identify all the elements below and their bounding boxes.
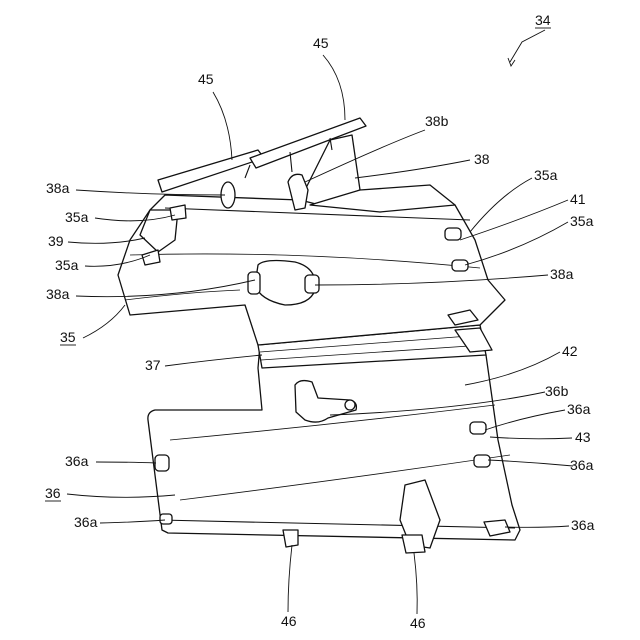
label-46-right: 46: [410, 615, 426, 631]
label-35a-3: 35a: [534, 167, 558, 183]
label-35: 35: [60, 329, 76, 345]
label-38a-2: 38a: [46, 286, 70, 302]
foot-46-left: [283, 530, 298, 547]
label-38a-1: 38a: [46, 180, 70, 196]
label-42: 42: [562, 343, 578, 359]
boss-35a-right-upper: [445, 228, 461, 240]
label-39: 39: [48, 233, 64, 249]
part-36b-pin: [345, 400, 355, 410]
label-43: 43: [575, 429, 591, 445]
label-35a-4: 35a: [570, 213, 594, 229]
boss-35a-left-upper: [170, 205, 186, 220]
boss-38a-central-left: [248, 272, 260, 294]
label-35a-2: 35a: [55, 257, 79, 273]
lower-panel-outline: [148, 340, 520, 540]
label-36a-5: 36a: [571, 517, 595, 533]
boss-35a-right-lower: [452, 260, 468, 271]
label-37: 37: [145, 357, 161, 373]
boss-38a-central-right: [305, 275, 319, 293]
boss-36a-left: [155, 455, 169, 471]
boss-36a-right-upper: [470, 422, 486, 434]
label-36: 36: [45, 485, 61, 501]
boss-36a-bottom-left: [160, 514, 172, 524]
label-36a-3: 36a: [65, 453, 89, 469]
label-36a-2: 36a: [570, 457, 594, 473]
label-45-right: 45: [313, 35, 329, 51]
label-46-left: 46: [281, 613, 297, 629]
label-36a-1: 36a: [567, 401, 591, 417]
label-41: 41: [570, 191, 586, 207]
label-36b: 36b: [545, 383, 569, 399]
foot-46-right: [402, 535, 425, 553]
boss-36a-right-lower: [474, 455, 490, 467]
label-35a-1: 35a: [65, 209, 89, 225]
label-34: 34: [535, 12, 551, 28]
label-38a-3: 38a: [550, 266, 574, 282]
label-36a-4: 36a: [74, 514, 98, 530]
label-38: 38: [474, 151, 490, 167]
label-38b: 38b: [425, 113, 449, 129]
label-45-left: 45: [198, 71, 214, 87]
